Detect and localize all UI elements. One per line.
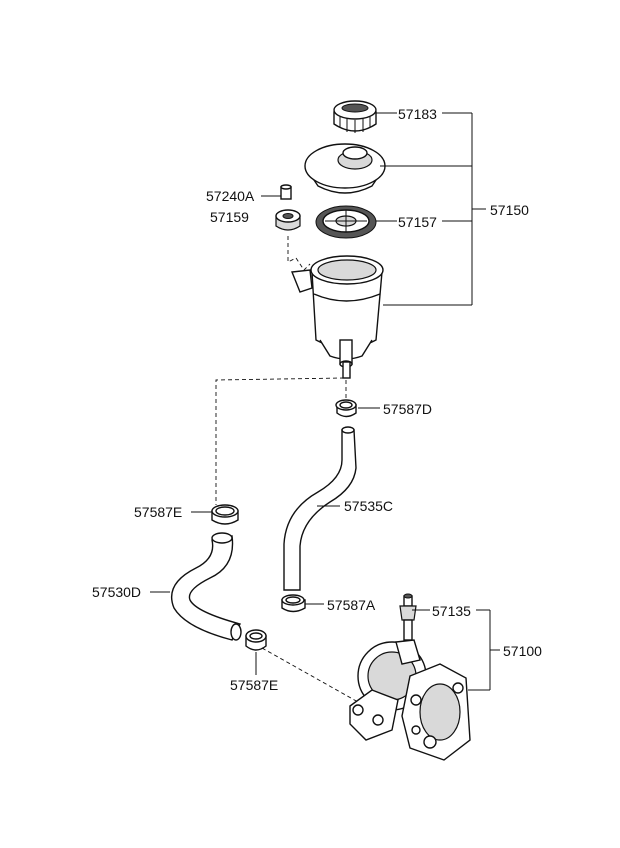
label-57100: 57100 — [503, 643, 542, 659]
label-57159: 57159 — [210, 209, 249, 225]
label-57240a: 57240A — [206, 188, 255, 204]
clamp-57587a — [281, 594, 306, 613]
reservoir-lid — [304, 143, 386, 194]
label-57587e-bottom: 57587E — [230, 677, 279, 693]
grommet-57159 — [275, 209, 301, 231]
label-57587a: 57587A — [327, 597, 376, 613]
label-57535c: 57535C — [344, 498, 394, 514]
clamp-57587e-bottom — [245, 629, 267, 651]
dash-reservoir-hose — [215, 377, 345, 505]
dash-clamp-pump — [261, 647, 359, 703]
label-57135: 57135 — [432, 603, 471, 619]
spacer-57240a — [280, 184, 292, 200]
hose-57535c — [283, 426, 357, 591]
fitting-57135 — [399, 593, 417, 641]
label-57150: 57150 — [490, 202, 529, 218]
label-57587d: 57587D — [383, 401, 433, 417]
strainer-57157 — [315, 205, 377, 239]
label-57183: 57183 — [398, 106, 437, 122]
leader-lines — [150, 112, 500, 691]
label-57530d: 57530D — [92, 584, 142, 600]
clamp-57587e-top — [211, 504, 239, 525]
hose-57530d — [170, 532, 242, 641]
clamp-57587d — [335, 399, 357, 418]
power-steering-pump-57100 — [349, 639, 471, 761]
label-57157: 57157 — [398, 214, 437, 230]
reservoir-body — [291, 255, 384, 379]
label-57587e-top: 57587E — [134, 504, 183, 520]
reservoir-cap-57183 — [333, 100, 377, 133]
dash-grommet-body — [287, 236, 311, 271]
